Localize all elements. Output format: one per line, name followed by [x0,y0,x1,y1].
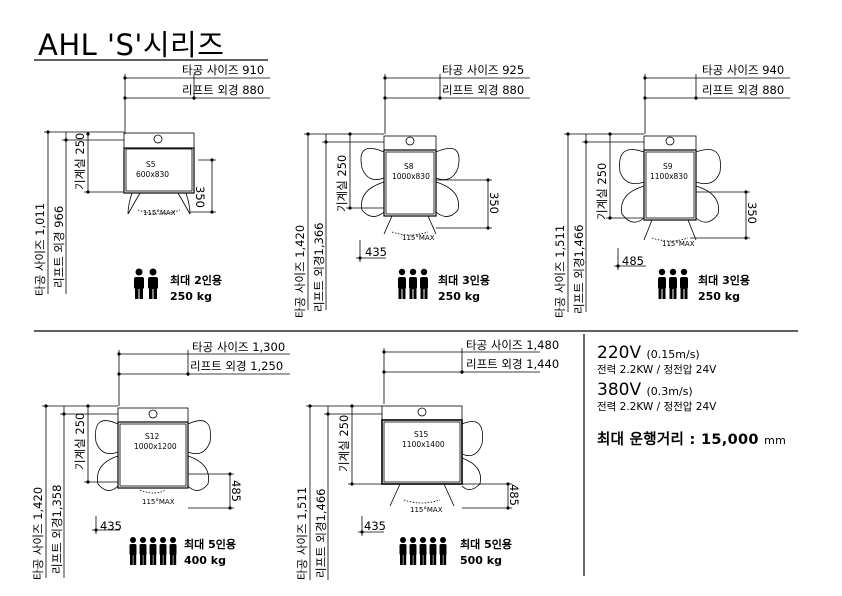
s8-door-dim: 350 [487,192,501,214]
s12-capacity: 최대 5인용 [184,538,236,551]
s5-shaft-depth: 타공 사이즈 1,011 [33,202,47,296]
s12-lift-depth: 리프트 외경1,358 [50,484,64,574]
s15-door-angle: 115°MAX [410,506,443,514]
s9-model: S9 [663,162,673,171]
s9-door-angle: 115°MAX [662,240,695,248]
s5-door-dim: 350 [193,186,207,208]
s8-lift-depth: 리프트 외경1,366 [312,222,326,312]
s12-door-angle: 115°MAX [142,498,175,506]
s12-machine-room: 기계실 250 [73,412,87,470]
s9-side-dim: 485 [622,254,644,268]
s8-machine-room: 기계실 250 [335,154,349,212]
s8-load: 250 kg [438,290,480,303]
s12-door-dim: 485 [229,480,243,502]
s9-load: 250 kg [698,290,740,303]
spec-max-travel: 최대 운행거리 : 15,000 mm [597,432,787,448]
s8-shaft-depth: 타공 사이즈 1,420 [293,224,307,318]
s8-cabin: 1000x830 [392,172,430,181]
s9-lift-width: 리프트 외경 880 [702,83,785,97]
s9-capacity: 최대 3인용 [698,274,750,287]
s8-side-dim: 435 [365,245,387,259]
s15-capacity: 최대 5인용 [460,538,512,551]
s8-door-angle: 115°MAX [402,234,435,242]
unit-s5-drawing [44,74,270,294]
s5-model: S5 [146,160,156,169]
spec-220v: 220V (0.15m/s) [597,343,700,363]
s8-lift-width: 리프트 외경 880 [442,83,525,97]
page-title: AHL 'S'시리즈 [38,28,225,62]
s12-shaft-depth: 타공 사이즈 1,420 [31,486,45,580]
s8-model: S8 [404,162,414,171]
s12-cabin: 1000x1200 [134,442,177,451]
s9-machine-room: 기계실 250 [595,162,609,220]
unit-s8-drawing [304,74,530,310]
s12-shaft-width: 타공 사이즈 1,300 [192,340,286,354]
s12-load: 400 kg [184,554,226,567]
s15-shaft-depth: 타공 사이즈 1,511 [295,486,309,580]
s9-shaft-depth: 타공 사이즈 1,511 [553,224,567,318]
s15-door-dim: 485 [507,484,521,506]
s5-lift-depth: 리프트 외경 966 [52,205,66,288]
spec-380v-detail: 전력 2.2KW / 정전압 24V [597,401,717,413]
s15-load: 500 kg [460,554,502,567]
s15-model: S15 [414,430,429,439]
s15-side-dim: 435 [364,519,386,533]
s5-capacity: 최대 2인용 [170,274,222,287]
unit-s9-drawing [564,74,790,312]
s9-shaft-width: 타공 사이즈 940 [702,63,785,77]
s9-lift-depth: 리프트 외경1,466 [572,224,586,314]
s12-lift-width: 리프트 외경 1,250 [190,359,284,373]
s15-machine-room: 기계실 250 [337,414,351,472]
s12-side-dim: 435 [100,519,122,533]
s5-cabin: 600x830 [136,170,170,179]
s15-lift-width: 리프트 외경 1,440 [466,357,560,371]
s8-capacity: 최대 3인용 [438,274,490,287]
s5-machine-room: 기계실 250 [73,132,87,190]
s9-cabin: 1100x830 [650,172,688,181]
s5-door-angle: 115°MAX [143,209,176,217]
s5-shaft-width: 타공 사이즈 910 [182,63,265,77]
s15-shaft-width: 타공 사이즈 1,480 [466,338,560,352]
s15-lift-depth: 리프트 외경1,466 [314,488,328,578]
s5-load: 250 kg [170,290,212,303]
s8-shaft-width: 타공 사이즈 925 [442,63,525,77]
s12-model: S12 [145,432,160,441]
unit-s12-drawing [42,350,290,578]
s9-door-dim: 350 [745,202,759,224]
s5-lift-width: 리프트 외경 880 [182,83,265,97]
spec-220v-detail: 전력 2.2KW / 정전압 24V [597,364,717,376]
spec-380v: 380V (0.3m/s) [597,380,693,400]
s15-cabin: 1100x1400 [402,440,445,449]
